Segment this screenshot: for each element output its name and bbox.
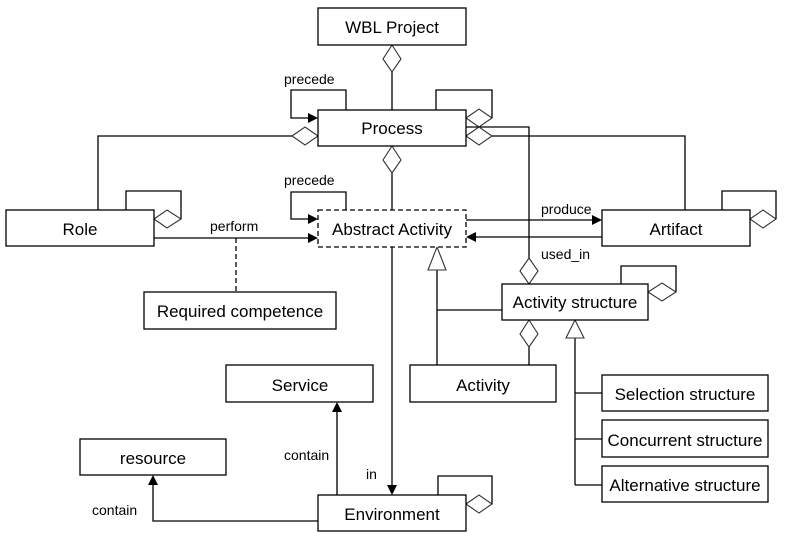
class-selection-structure[interactable]: Selection structure [601, 374, 769, 412]
class-environment[interactable]: Environment [317, 494, 467, 532]
class-activity[interactable]: Activity [409, 364, 557, 403]
arrowhead-icon [332, 402, 342, 412]
class-activity-structure[interactable]: Activity structure [501, 283, 649, 321]
aggregation-diamond-icon [519, 257, 539, 285]
edge-generalization-abstract [427, 245, 502, 365]
edge-role-perform [154, 233, 318, 243]
class-label: Abstract Activity [332, 220, 452, 239]
class-label: Role [63, 220, 98, 239]
edge-in [387, 247, 397, 495]
class-label: Concurrent structure [608, 431, 763, 450]
edge-label-in: in [366, 466, 377, 482]
class-label: Artifact [650, 220, 703, 239]
edge-contain-resource [148, 475, 318, 522]
edge-activitystructure-self [620, 265, 678, 302]
edge-used-in [466, 232, 602, 242]
class-label: Service [272, 376, 329, 395]
edge-process-wblproject [382, 43, 402, 110]
edge-process-precede [290, 89, 347, 123]
edge-artifact-process [465, 126, 686, 210]
edge-activitystructure-process [466, 126, 530, 258]
edge-label-contain-service: contain [284, 447, 329, 463]
class-label: Process [361, 119, 422, 138]
edge-role-self [125, 190, 183, 229]
aggregation-diamond-icon [646, 282, 678, 302]
class-label: Selection structure [615, 385, 756, 404]
edge-activitystructure-diamond [519, 257, 539, 285]
aggregation-diamond-icon [153, 209, 183, 229]
generalization-triangle-icon [427, 245, 447, 271]
class-resource[interactable]: resource [79, 438, 227, 476]
edge-activity-activitystructure [519, 318, 539, 365]
arrowhead-icon [148, 475, 158, 485]
arrowhead-icon [308, 113, 318, 123]
class-label: Environment [344, 505, 440, 524]
arrowhead-icon [466, 232, 476, 242]
aggregation-diamond-icon [749, 209, 777, 229]
arrowhead-icon [308, 214, 318, 224]
edge-contain-service [332, 402, 342, 495]
class-label: Required competence [157, 302, 323, 321]
generalization-triangle-icon [565, 318, 585, 339]
aggregation-diamond-icon [465, 494, 493, 514]
edge-label-used-in: used_in [541, 246, 590, 262]
edge-environment-self [437, 475, 493, 514]
class-label: WBL Project [345, 18, 439, 37]
class-label: Alternative structure [609, 476, 760, 495]
aggregation-diamond-icon [382, 43, 402, 73]
class-wbl-project[interactable]: WBL Project [317, 7, 467, 46]
edge-generalization-activitystructure [565, 318, 602, 486]
class-service[interactable]: Service [225, 364, 374, 403]
edge-artifact-self [721, 190, 777, 229]
class-artifact[interactable]: Artifact [601, 209, 751, 247]
class-label: Activity [456, 376, 510, 395]
aggregation-diamond-icon [465, 108, 493, 128]
edge-label-perform: perform [210, 218, 258, 234]
aggregation-diamond-icon [291, 126, 319, 146]
aggregation-diamond-icon [465, 126, 493, 146]
class-abstract-activity[interactable]: Abstract Activity [317, 209, 467, 248]
arrowhead-icon [387, 485, 397, 495]
aggregation-diamond-icon [519, 318, 539, 348]
edge-label-contain-resource: contain [92, 502, 137, 518]
arrowhead-icon [308, 233, 318, 243]
edge-role-process [97, 126, 319, 210]
class-process[interactable]: Process [317, 109, 467, 147]
edge-abstract-precede [290, 191, 347, 224]
class-concurrent-structure[interactable]: Concurrent structure [601, 419, 769, 458]
edge-label-abstract-precede: precede [284, 172, 335, 188]
class-alternative-structure[interactable]: Alternative structure [601, 465, 769, 503]
class-role[interactable]: Role [5, 209, 155, 247]
edge-produce [466, 215, 602, 225]
class-label: resource [120, 449, 186, 468]
edge-process-self [435, 89, 493, 128]
aggregation-diamond-icon [382, 144, 402, 174]
class-label: Activity structure [513, 293, 638, 312]
class-required-competence[interactable]: Required competence [143, 291, 337, 330]
edge-label-process-precede: precede [284, 71, 335, 87]
edge-abstractactivity-process [382, 144, 402, 210]
arrowhead-icon [592, 215, 602, 225]
edge-label-produce: produce [541, 201, 592, 217]
